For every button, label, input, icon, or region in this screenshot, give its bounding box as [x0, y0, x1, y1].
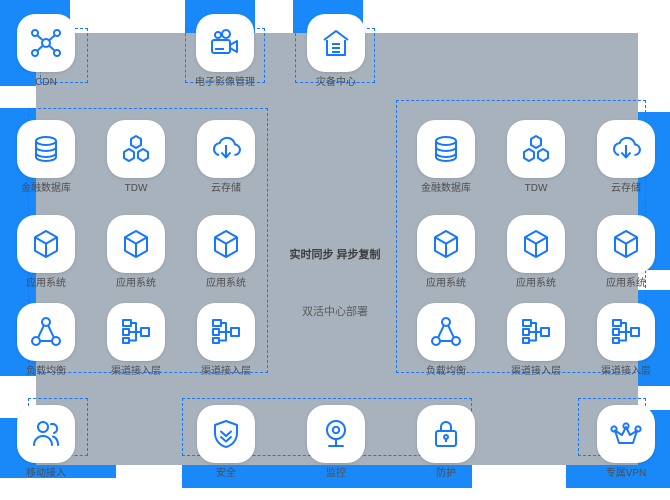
shield-icon	[197, 405, 255, 463]
node-monitor[interactable]: 监控	[306, 405, 366, 480]
node-app-l3[interactable]: 应用系统	[196, 215, 256, 290]
node-db-left[interactable]: 金融数据库	[16, 120, 76, 195]
center-sync-label: 实时同步 异步复制	[289, 249, 381, 261]
cube-icon	[507, 215, 565, 273]
node-label-ch-r1: 渠道接入层	[511, 366, 561, 377]
sitemap-icon	[597, 303, 655, 361]
node-label-dr-center: 灾备中心	[316, 77, 356, 88]
node-label-ch-l2: 渠道接入层	[201, 366, 251, 377]
node-app-l2[interactable]: 应用系统	[106, 215, 166, 290]
node-app-r3[interactable]: 应用系统	[596, 215, 656, 290]
node-label-db-left: 金融数据库	[21, 183, 71, 194]
node-label-user-access: 移动接入	[26, 468, 66, 479]
database-icon	[17, 120, 75, 178]
node-security[interactable]: 安全	[196, 405, 256, 480]
node-lb-right[interactable]: 负载均衡	[416, 303, 476, 378]
cube-icon	[197, 215, 255, 273]
hexagon-cluster-icon	[507, 120, 565, 178]
node-label-security: 安全	[216, 468, 236, 479]
node-label-monitor: 监控	[326, 468, 346, 479]
load-balancer-icon	[17, 303, 75, 361]
node-label-ch-r2: 渠道接入层	[601, 366, 651, 377]
node-cos-left[interactable]: 云存储	[196, 120, 256, 195]
node-label-cdn: CDN	[35, 77, 57, 88]
node-ch-r2[interactable]: 渠道接入层	[596, 303, 656, 378]
cloud-download-icon	[197, 120, 255, 178]
node-lb-left[interactable]: 负载均衡	[16, 303, 76, 378]
cdn-icon	[17, 14, 75, 72]
building-icon	[307, 14, 365, 72]
node-label-vpn: 专属VPN	[605, 468, 647, 479]
node-label-app-r1: 应用系统	[426, 278, 466, 289]
node-label-cos-right: 云存储	[611, 183, 641, 194]
sitemap-icon	[107, 303, 165, 361]
cube-icon	[597, 215, 655, 273]
video-camera-icon	[196, 14, 254, 72]
node-ch-l1[interactable]: 渠道接入层	[106, 303, 166, 378]
node-tdw-left[interactable]: TDW	[106, 120, 166, 195]
database-icon	[417, 120, 475, 178]
node-label-lb-left: 负载均衡	[26, 366, 66, 377]
node-label-app-l1: 应用系统	[26, 278, 66, 289]
node-cos-right[interactable]: 云存储	[596, 120, 656, 195]
node-label-tdw-left: TDW	[124, 183, 148, 194]
node-protect[interactable]: 防护	[416, 405, 476, 480]
sitemap-icon	[507, 303, 565, 361]
node-label-tdw-right: TDW	[524, 183, 548, 194]
node-app-l1[interactable]: 应用系统	[16, 215, 76, 290]
node-label-app-l2: 应用系统	[116, 278, 156, 289]
node-label-ch-l1: 渠道接入层	[111, 366, 161, 377]
sitemap-icon	[197, 303, 255, 361]
load-balancer-icon	[417, 303, 475, 361]
node-label-protect: 防护	[436, 468, 456, 479]
center-dual-center-label: 双活中心部署	[302, 306, 368, 318]
node-db-right[interactable]: 金融数据库	[416, 120, 476, 195]
node-label-app-r3: 应用系统	[606, 278, 646, 289]
node-label-lb-right: 负载均衡	[426, 366, 466, 377]
node-ch-r1[interactable]: 渠道接入层	[506, 303, 566, 378]
cube-icon	[107, 215, 165, 273]
lock-icon	[417, 405, 475, 463]
node-app-r2[interactable]: 应用系统	[506, 215, 566, 290]
cube-icon	[417, 215, 475, 273]
node-imaging[interactable]: 电子影像管理	[195, 14, 255, 89]
users-icon	[17, 405, 75, 463]
cube-icon	[17, 215, 75, 273]
node-label-app-l3: 应用系统	[206, 278, 246, 289]
node-vpn[interactable]: 专属VPN	[596, 405, 656, 480]
node-label-db-right: 金融数据库	[421, 183, 471, 194]
monitor-eye-icon	[307, 405, 365, 463]
node-app-r1[interactable]: 应用系统	[416, 215, 476, 290]
node-tdw-right[interactable]: TDW	[506, 120, 566, 195]
crown-icon	[597, 405, 655, 463]
cloud-download-icon	[597, 120, 655, 178]
hexagon-cluster-icon	[107, 120, 165, 178]
node-cdn[interactable]: CDN	[16, 14, 76, 89]
node-dr-center[interactable]: 灾备中心	[306, 14, 366, 89]
node-user-access[interactable]: 移动接入	[16, 405, 76, 480]
node-label-cos-left: 云存储	[211, 183, 241, 194]
node-label-app-r2: 应用系统	[516, 278, 556, 289]
node-ch-l2[interactable]: 渠道接入层	[196, 303, 256, 378]
node-label-imaging: 电子影像管理	[195, 77, 255, 88]
